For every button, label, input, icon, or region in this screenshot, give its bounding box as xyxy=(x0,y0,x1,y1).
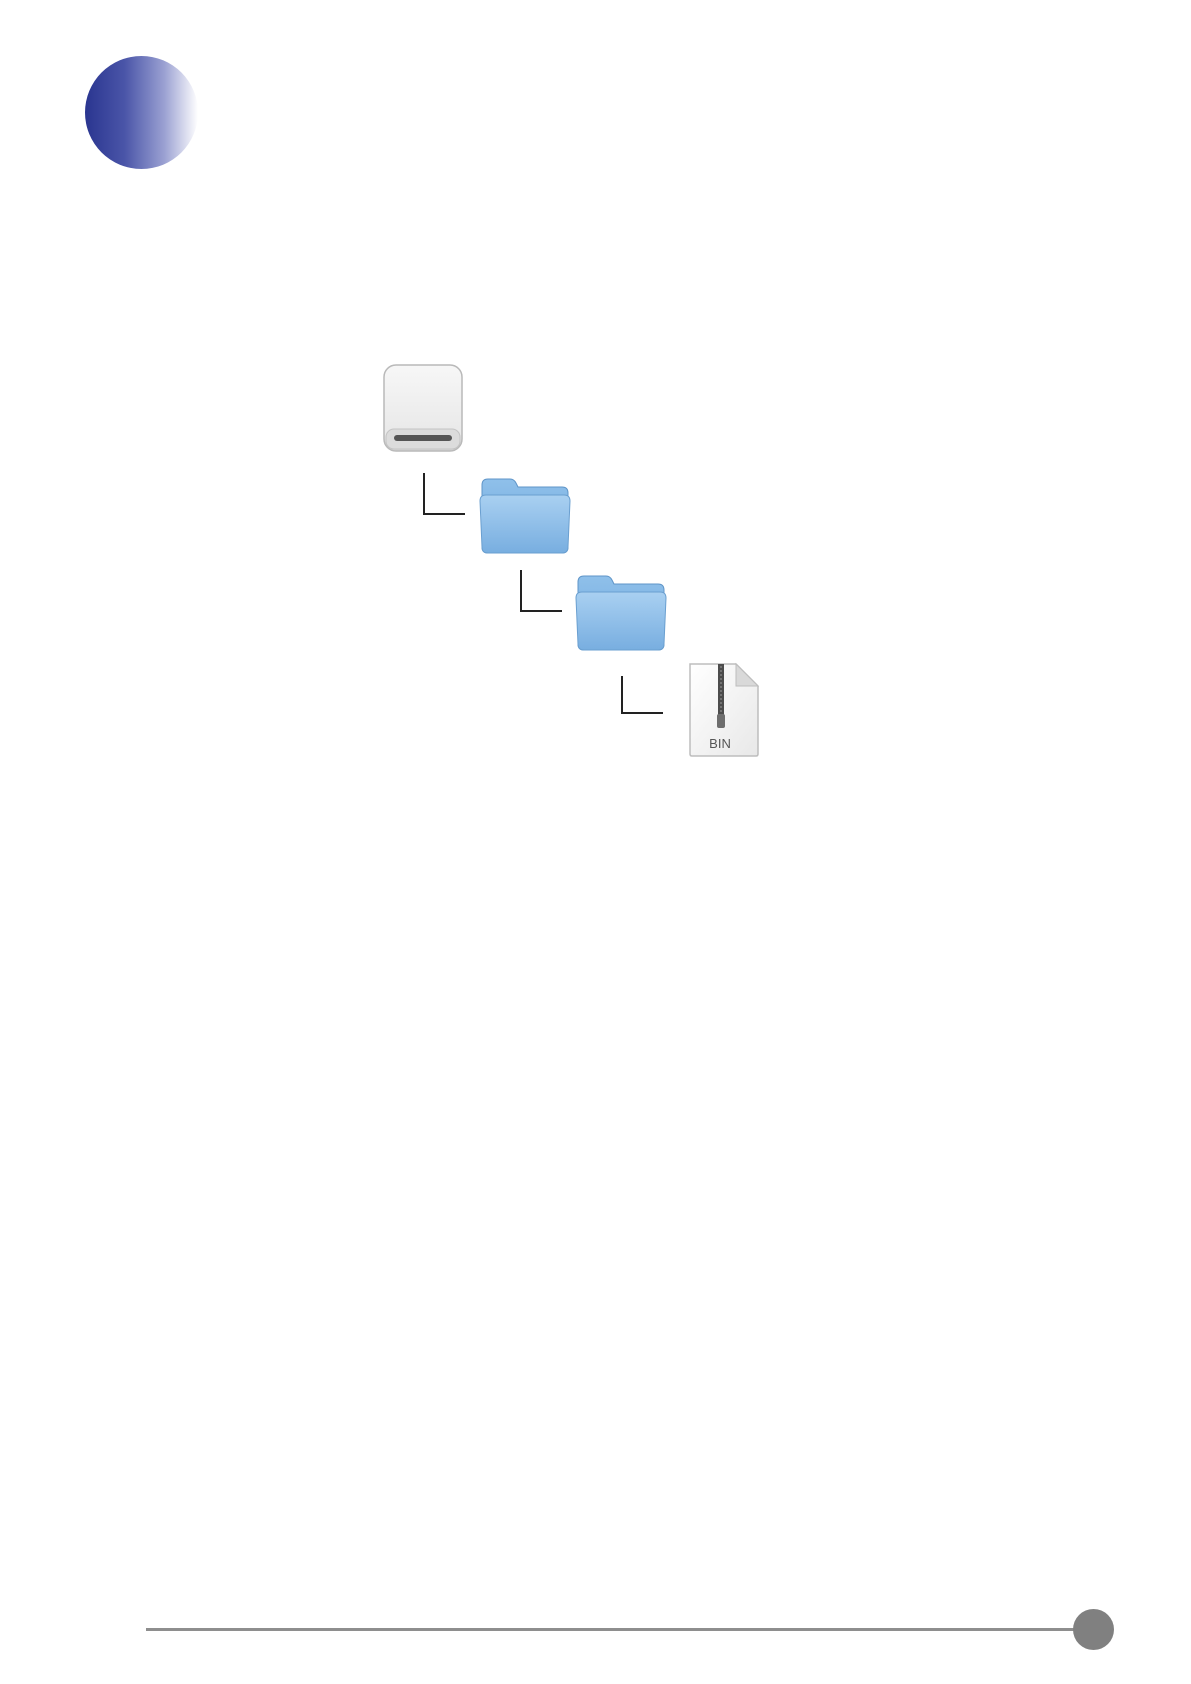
folder-icon xyxy=(572,572,669,652)
folder-icon xyxy=(476,475,573,555)
tree-connector xyxy=(423,473,465,515)
removable-drive-icon xyxy=(380,363,466,455)
tree-connector xyxy=(520,570,562,612)
bin-file-label: BIN xyxy=(709,736,731,751)
page-number-dot xyxy=(1073,1609,1114,1650)
bin-archive-file-icon: BIN xyxy=(684,660,764,760)
tree-connector xyxy=(621,676,663,714)
section-ball-icon xyxy=(85,56,198,169)
footer-rule xyxy=(146,1628,1074,1631)
